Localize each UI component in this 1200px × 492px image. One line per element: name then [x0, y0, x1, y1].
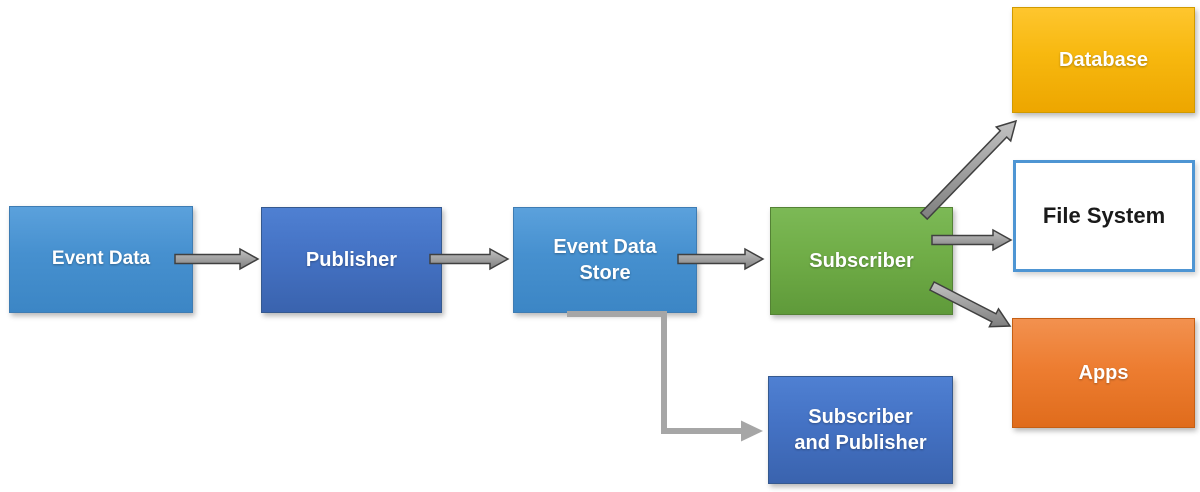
node-apps: Apps — [1012, 318, 1195, 428]
node-publisher-label: Publisher — [305, 249, 398, 271]
node-file-system-label: File System — [1042, 202, 1166, 228]
node-event-data-label: Event Data — [51, 248, 151, 270]
elbow-arrowhead-icon — [741, 420, 763, 442]
node-subscriber: Subscriber — [770, 207, 953, 315]
node-event-data: Event Data — [9, 206, 193, 313]
node-apps-label: Apps — [1078, 362, 1129, 384]
node-subscriber-label: Subscriber — [809, 250, 914, 272]
node-file-system: File System — [1013, 160, 1195, 272]
node-publisher: Publisher — [261, 207, 442, 313]
arrow-subscriber-to-database — [919, 119, 1018, 221]
elbow-connector-store-to-subscriber-publisher — [567, 311, 763, 442]
node-database: Database — [1012, 7, 1195, 113]
node-database-label: Database — [1059, 49, 1148, 71]
